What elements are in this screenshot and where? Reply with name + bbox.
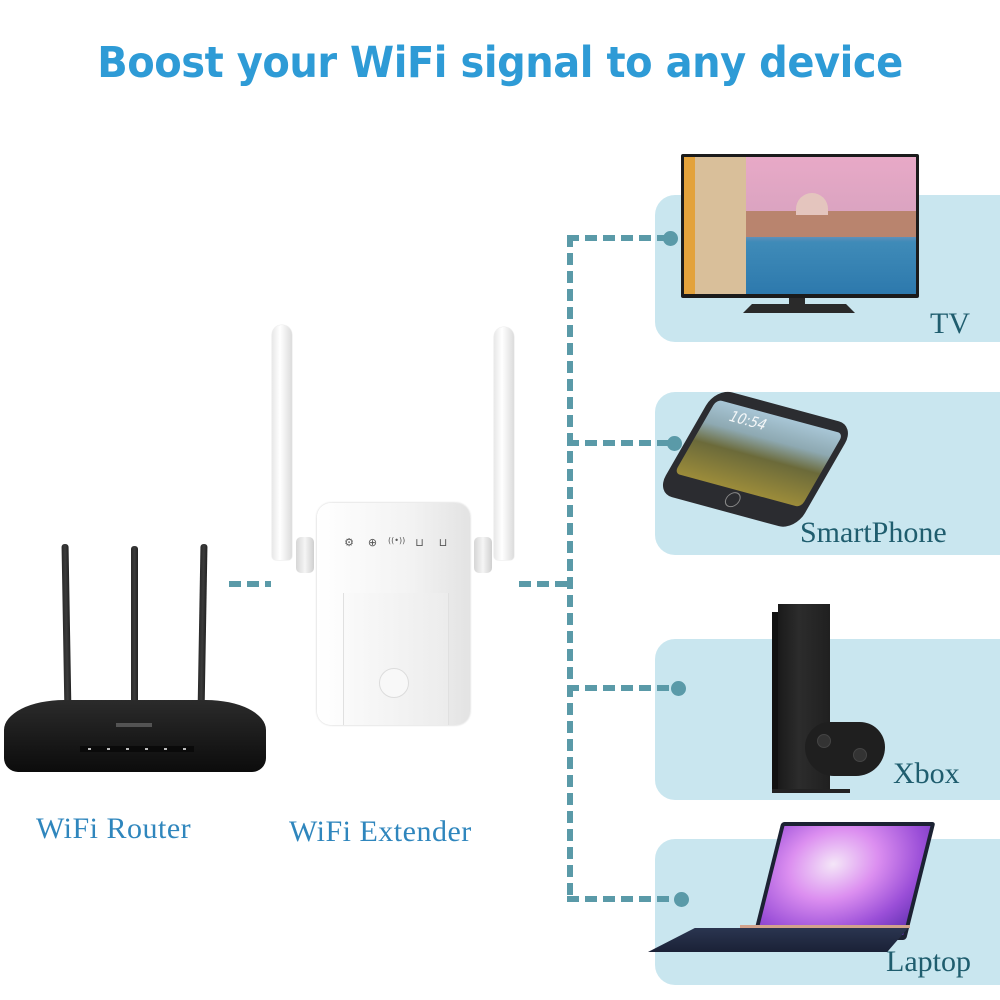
connector-router-extender bbox=[229, 581, 271, 587]
page-title: Boost your WiFi signal to any device bbox=[97, 38, 903, 88]
power-gear-icon: ⚙ bbox=[344, 536, 354, 549]
connector-dot-xbox bbox=[671, 681, 686, 696]
device-label-laptop: Laptop bbox=[886, 945, 971, 978]
device-label-tv: TV bbox=[930, 307, 970, 340]
internet-globe-icon: ⊕ bbox=[367, 536, 378, 549]
phone-clock: 10:54 bbox=[725, 408, 771, 434]
wps-button bbox=[379, 668, 409, 698]
connector-smartphone bbox=[567, 440, 671, 446]
extender-label: WiFi Extender bbox=[289, 815, 472, 848]
lan-port-icon: ⊔ bbox=[415, 536, 424, 549]
lan-port-icon: ⊔ bbox=[438, 536, 448, 549]
connector-trunk bbox=[567, 235, 573, 902]
connector-xbox bbox=[567, 685, 675, 691]
wifi-signal-icon: ((•)) bbox=[388, 536, 406, 545]
connector-tv bbox=[567, 235, 667, 241]
connector-extender-out bbox=[519, 581, 569, 587]
connector-laptop bbox=[567, 896, 677, 902]
connector-dot-smartphone bbox=[667, 436, 682, 451]
connector-dot-tv bbox=[663, 231, 678, 246]
device-label-xbox: Xbox bbox=[893, 757, 960, 790]
connector-dot-laptop bbox=[674, 892, 689, 907]
device-label-smartphone: SmartPhone bbox=[800, 516, 947, 549]
controller-icon bbox=[805, 722, 885, 776]
router-label: WiFi Router bbox=[36, 812, 192, 845]
